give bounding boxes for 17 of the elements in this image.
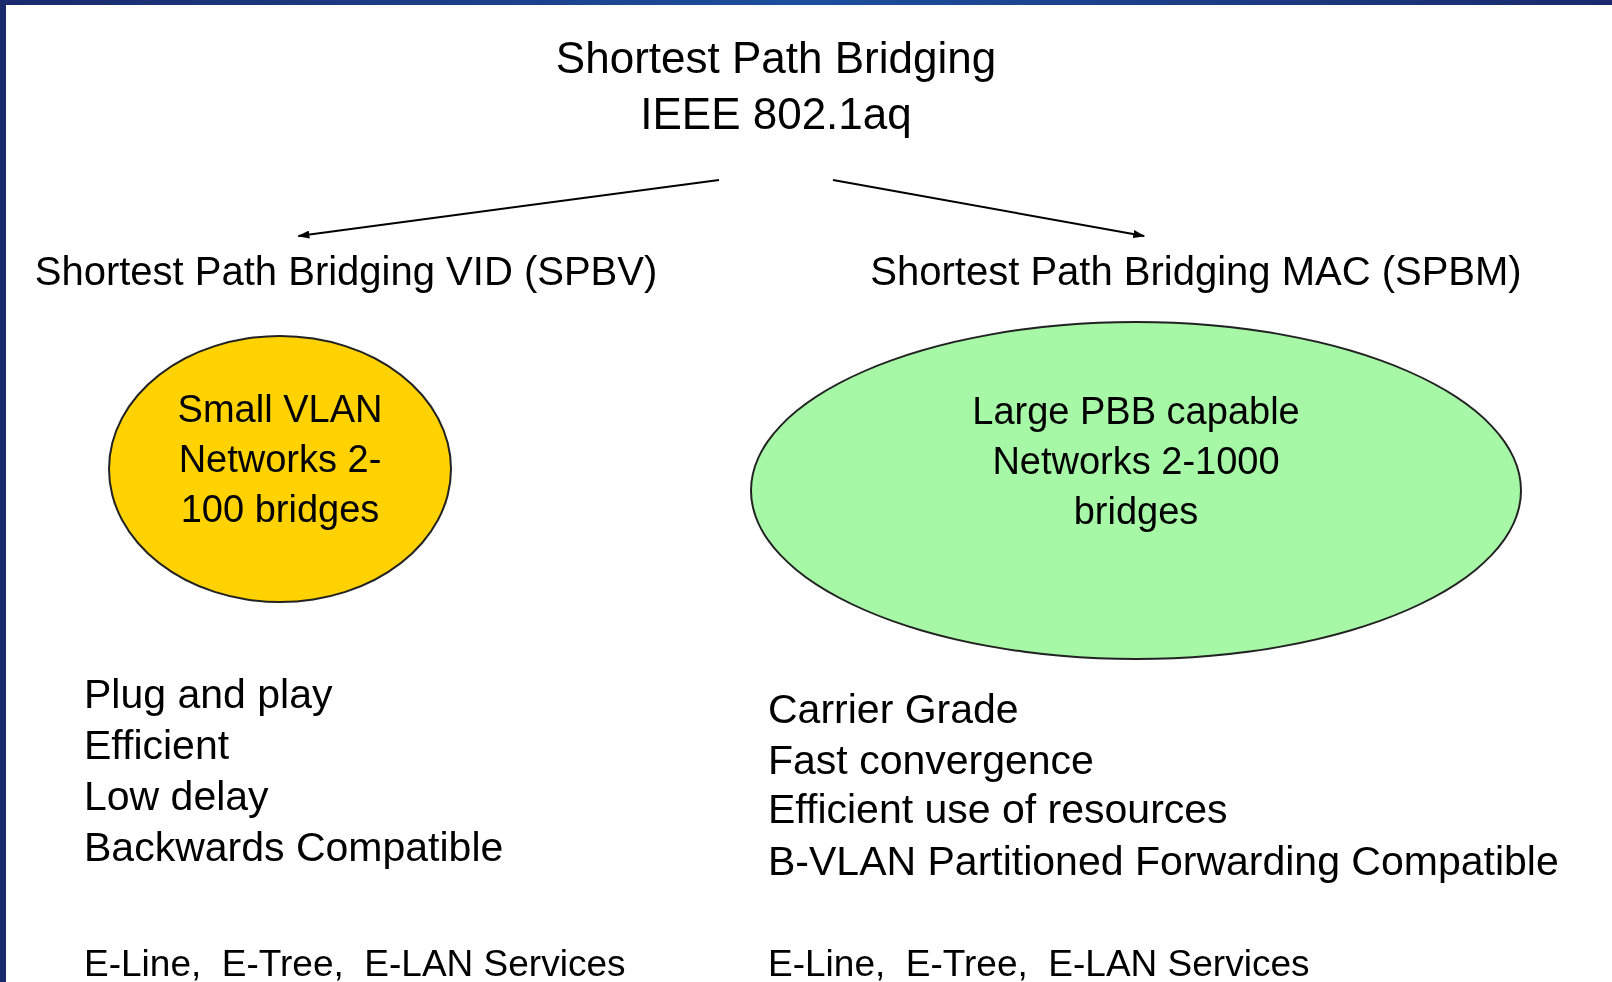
feature-text: Fast convergence xyxy=(768,738,1094,782)
feature-text: Carrier Grade xyxy=(768,687,1019,731)
feature-text: Low delay xyxy=(84,774,269,818)
heading-text: Shortest Path Bridging MAC (SPBM) xyxy=(870,248,1522,295)
services-text: E-Line, E-Tree, E-LAN Services xyxy=(84,942,626,982)
feature-text: Efficient use of resources xyxy=(768,787,1228,831)
feature-text: Backwards Compatible xyxy=(84,825,504,869)
feature-text: B-VLAN Partitioned Forwarding Compatible xyxy=(768,839,1559,883)
feature-text: Plug and play xyxy=(84,672,333,716)
feature-text: Efficient xyxy=(84,723,230,767)
node-label: Large PBB capable Networks 2-1000 bridges xyxy=(971,388,1301,534)
arrow xyxy=(832,179,1146,238)
heading-text: Shortest Path Bridging VID (SPBV) xyxy=(34,248,658,295)
title-text: Shortest Path Bridging IEEE 802.1aq xyxy=(554,32,998,140)
services-text: E-Line, E-Tree, E-LAN Services xyxy=(768,942,1310,982)
arrow xyxy=(297,179,720,239)
node-label: Small VLAN Networks 2-100 bridges xyxy=(176,387,384,532)
